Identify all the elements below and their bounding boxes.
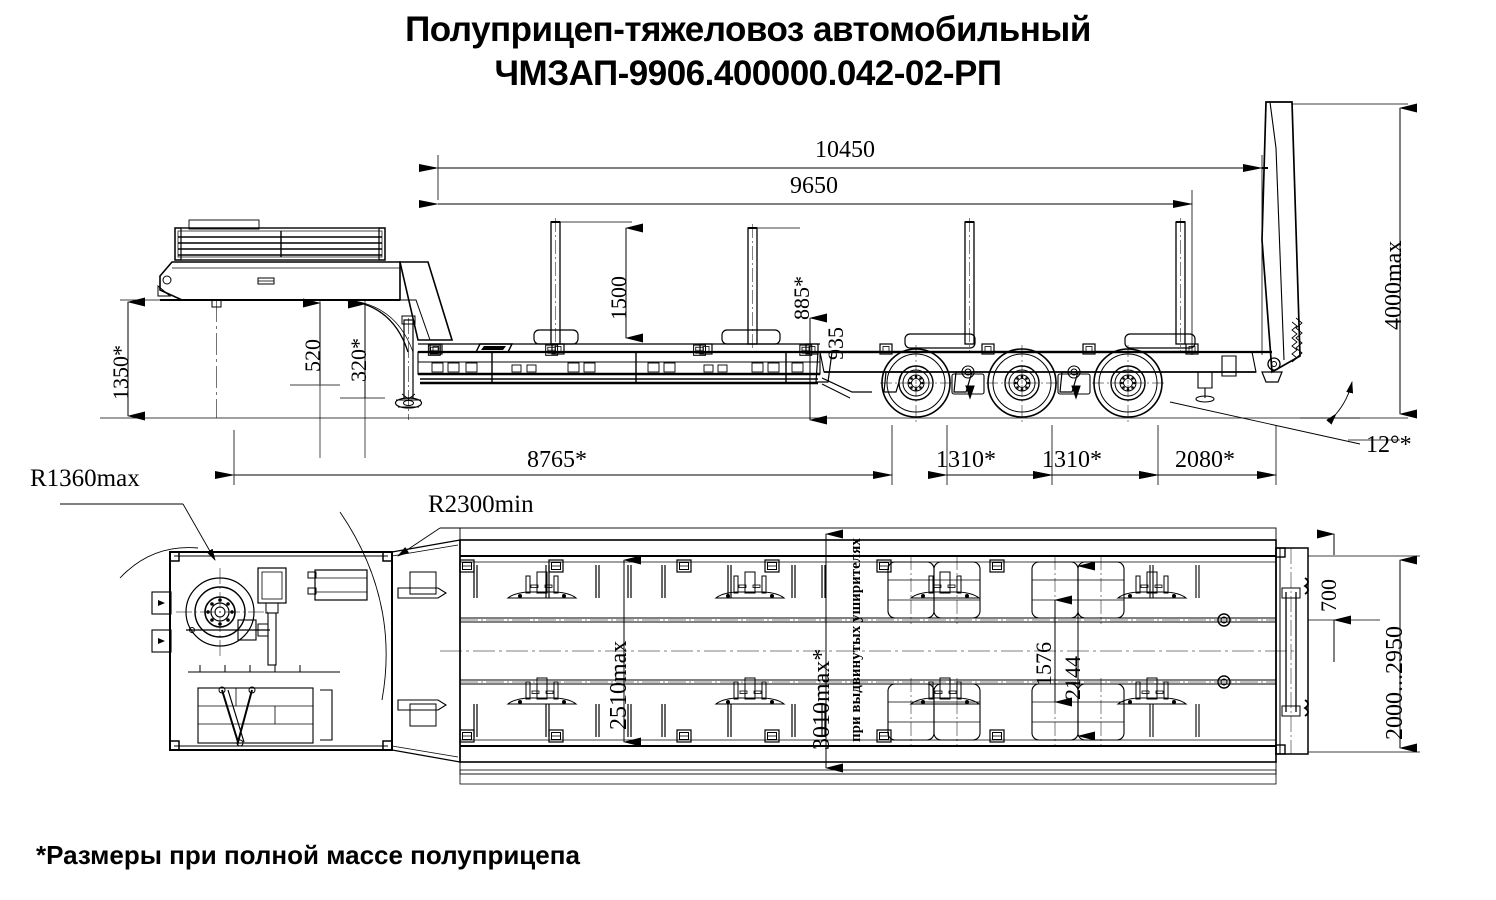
label-kingpin-height: 1350* [108,345,133,400]
stake-post-rear-2 [1175,218,1186,352]
plan-main-deck [440,539,1296,763]
label-deck-length: 9650 [790,173,838,199]
label-deck-height: 935 [823,327,848,360]
stake-post-front [533,218,579,352]
footnote-text: *Размеры при полной массе полуприцепа [36,840,580,870]
label-stake-height-front: 1500 [606,276,631,320]
label-front-span: 8765* [527,447,587,473]
wheel-axle-2 [986,345,1058,425]
gooseneck-assembly [157,219,454,420]
dim-overall-length [419,155,1263,355]
plan-deck-body [151,551,393,751]
dim-stake-height-front [555,221,643,343]
label-overall-length: 10450 [815,137,875,163]
label-deck-width-extended: 3010max* [809,648,835,750]
stake-post-rear-1 [964,218,975,352]
label-extended-note: при выдвинутых уширителях [848,538,864,742]
landing-gear [394,315,423,420]
label-deck-width: 2510max [606,640,632,730]
wheel-axle-3 [1092,345,1164,425]
label-max-height: 4000max [1381,240,1407,330]
dim-rear-range [1308,555,1420,753]
label-track-outer: 2144 [1060,656,1085,700]
label-axle-spacing-2: 1310* [1042,447,1102,473]
leader-r1360 [60,503,216,579]
label-track-inner: 1576 [1031,642,1056,686]
title-line-1: Полуприцеп-тяжеловоз автомобильный [405,10,1091,49]
leader-r2300 [339,511,560,701]
label-gooseneck-drop-a: 520 [300,339,325,372]
label-rear-overhang: 2080* [1175,447,1235,473]
dim-wheelbase-chain [215,425,1277,485]
label-stake-height-rear: 885* [789,276,814,320]
label-radius-gooseneck: R2300min [428,491,534,518]
dim-deck-length [419,190,1193,355]
side-elevation-view [100,101,1417,485]
label-ramp-angle: 12°* [1366,432,1412,458]
dim-kingpin-height [120,297,175,421]
dim-deck-heights [752,227,840,425]
title-line-2: ЧМЗАП-9906.400000.042-02-РП [494,54,1002,93]
label-gooseneck-drop-b: 320* [346,338,371,382]
plan-rear-ramps [1275,547,1309,755]
label-axle-spacing-1: 1310* [936,447,996,473]
label-rear-offset: 700 [1316,579,1341,612]
plan-view [60,503,1420,785]
stake-post-mid [721,224,781,352]
drawing-title: Полуприцеп-тяжеловоз автомобильный ЧМЗАП… [0,8,1496,96]
wheel-axle-1 [880,345,952,425]
label-rear-range: 2000...2950 [1382,626,1408,740]
dim-max-height [1292,103,1417,419]
rear-chassis [815,218,1272,425]
rear-ramp [1261,101,1303,383]
landing-gear-plan [197,686,333,747]
label-radius-front: R1360max [30,465,140,492]
dim-gooseneck-drops [290,298,385,458]
